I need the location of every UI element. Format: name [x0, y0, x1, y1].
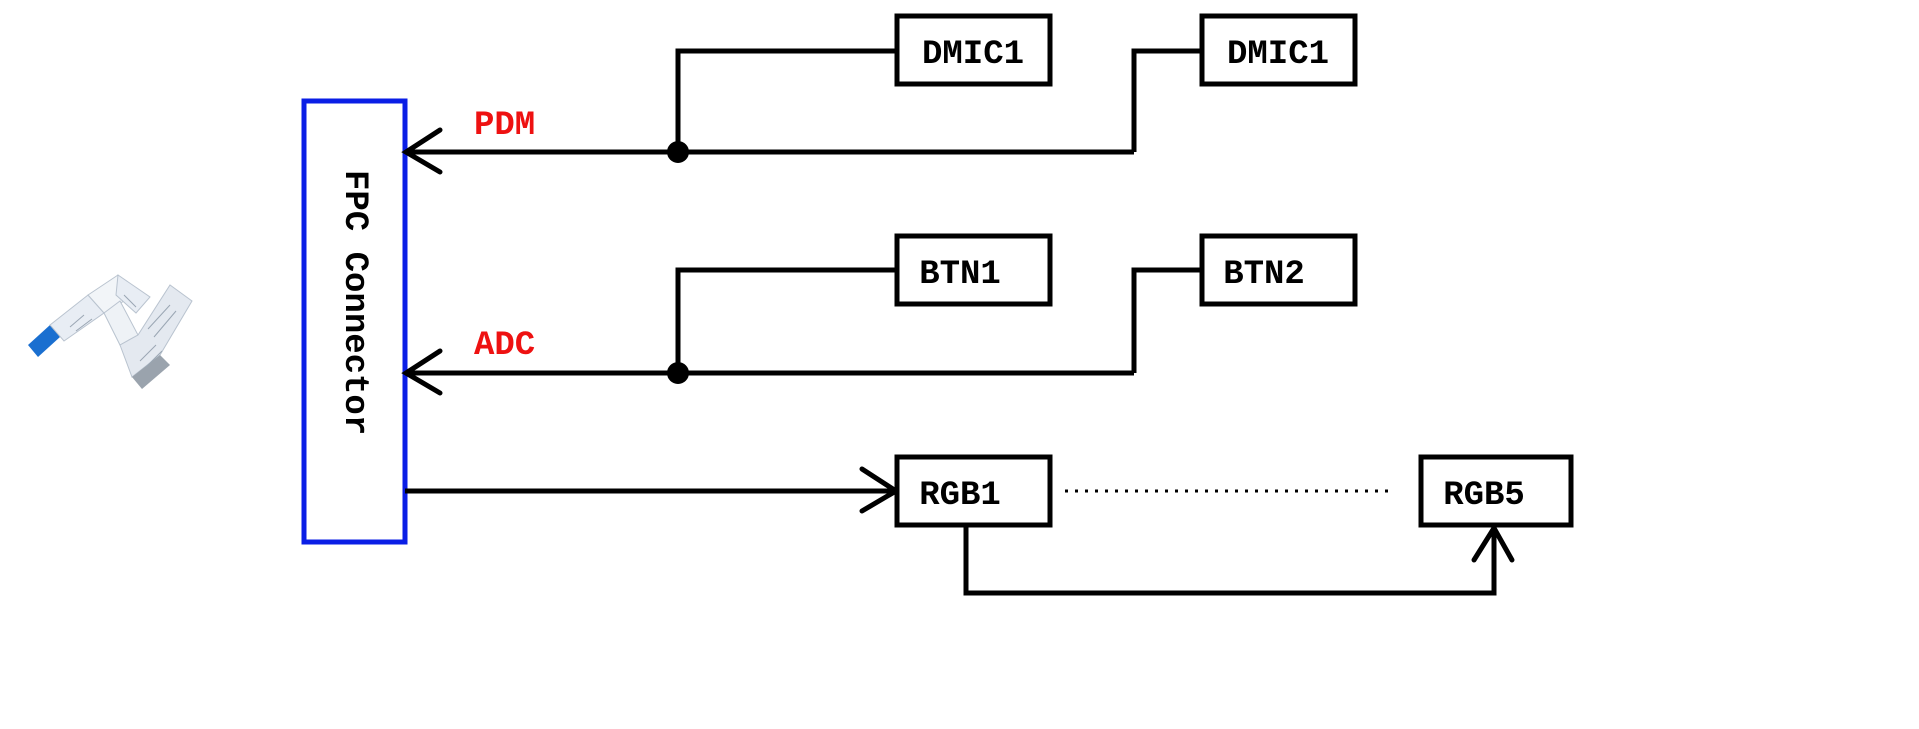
fpc-connector-box: [301, 98, 408, 545]
rgb1-label: RGB1: [919, 477, 1001, 515]
adc-junction-dot: [667, 362, 689, 384]
adc-signal-label: ADC: [474, 327, 535, 365]
dmic1-second-box: DMIC1: [1199, 13, 1358, 87]
btn1-label: BTN1: [919, 256, 1001, 294]
rgb5-box: RGB5: [1418, 454, 1574, 528]
pdm-bus: [401, 48, 1202, 175]
dmic1-box: DMIC1: [894, 13, 1053, 87]
btn2-label: BTN2: [1223, 256, 1305, 294]
rgb5-label: RGB5: [1443, 477, 1525, 515]
adc-bus: [401, 267, 1202, 396]
fpc-cable-icon: [28, 274, 193, 389]
btn2-box: BTN2: [1199, 233, 1358, 307]
btn1-box: BTN1: [894, 233, 1053, 307]
pdm-junction-dot: [667, 141, 689, 163]
dmic1-label: DMIC1: [922, 36, 1024, 74]
rgb1-box: RGB1: [894, 454, 1053, 528]
dmic1-second-label: DMIC1: [1227, 36, 1329, 74]
rgb-chain: [405, 466, 1515, 596]
pdm-signal-label: PDM: [474, 107, 535, 145]
fpc-connector-label: FPC Connector: [335, 170, 373, 435]
